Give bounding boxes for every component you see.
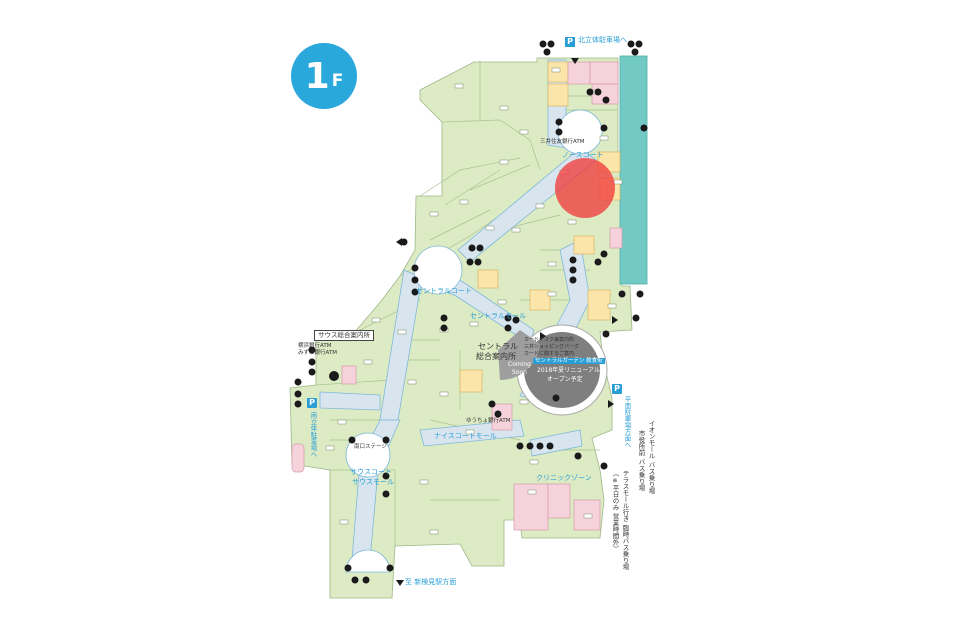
renewal-line2: オープン予定 [547,376,583,383]
card-desk-line3: カードに関するご案内 [524,351,575,357]
renewal-line1: 2018年夏リニューアル [537,367,600,374]
bank-atm-south-1: 横浜銀行ATM [298,343,332,349]
nice-court-label: ナイスコートモール [434,432,497,440]
parking-icon-north: P [565,37,575,47]
facility-icons [294,40,648,584]
floor-suffix: F [331,71,344,91]
clinic-zone-label: クリニックゾーン [536,474,592,482]
east-strip [619,55,648,285]
east-note-4: （※平日のみ 営業時間外） [611,470,619,552]
direction-arrows [396,58,618,586]
bank-atm-central: ゆうちょ銀行ATM [466,418,511,424]
renewal-band-label: セントラルガーデン 飲食街 [533,358,605,365]
renewal-zone [524,332,600,408]
north-court [557,109,603,155]
bottom-direction-label[interactable]: 至 新検見駅方面 [405,578,457,586]
south-stage-label: 南口ステージ [354,444,387,450]
floor-number: 1 [304,55,330,97]
card-desk-line1: カードデスク兼案内所 [524,337,575,343]
central-info-line1[interactable]: セントラル [478,342,518,351]
coming-soon-area [498,330,540,381]
south-court-label: サウスコート [350,468,392,476]
central-court-label: セントラルコート [416,287,472,295]
east-note-1: 市役所前 バス乗り場 [637,430,645,491]
bank-atm-south-2: みずほ銀行ATM [298,350,337,356]
bank-atm-north: 三井住友銀行ATM [540,139,585,145]
south-court [345,432,391,478]
south-parking-label[interactable]: 南立体駐車場へ [309,412,317,458]
parking-icon-east: P [612,384,622,394]
card-desk-line2: 三井ショッピングパーク [524,344,580,350]
east-note-2: イオンモール バス乗り場 [647,420,655,494]
south-info-label[interactable]: サウス総合案内所 [314,330,374,342]
north-court-label: ノースコート [562,151,604,159]
east-note-3: テラスモール行き 臨時バス乗り場 [621,470,629,570]
coming-soon-line2: Soon [512,369,527,376]
floor-badge: 1 F [291,43,357,109]
north-parking-label[interactable]: 北立体駐車場へ [578,36,627,44]
east-parking-label[interactable]: 平面駐車場方面へ [623,396,631,448]
parking-icon-south: P [307,398,317,408]
south-mall-label: サウスモール [352,478,394,486]
current-location-marker[interactable] [555,158,615,218]
pink-stores [291,61,623,531]
central-mall-label: セントラルモール [470,312,526,320]
central-info-line2[interactable]: 総合案内所 [476,352,516,361]
coming-soon-line1: Coming [508,361,531,368]
